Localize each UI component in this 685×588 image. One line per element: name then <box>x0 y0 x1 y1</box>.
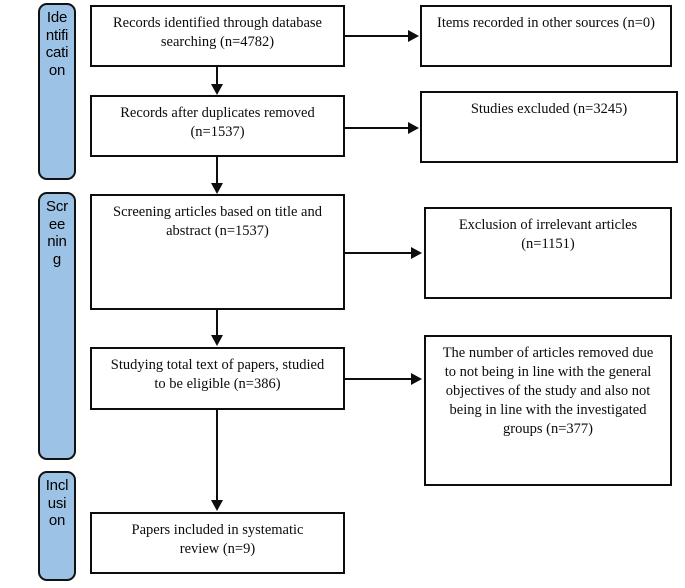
box-line: Papers included in systematic <box>131 522 304 538</box>
box-line: Records identified through database <box>113 15 322 31</box>
box-line: searching (n=4782) <box>160 34 275 50</box>
box-line: (n=1537) <box>190 124 245 140</box>
stage-label-line: on <box>48 512 66 529</box>
box-records-after-duplicates: Records after duplicates removed (n=1537… <box>90 95 345 157</box>
box-articles-removed: The number of articles removed due to no… <box>424 335 672 486</box>
arrow-head-fulltext-to-included <box>211 500 223 511</box>
box-line: Studies excluded (n=3245) <box>470 101 628 117</box>
stage-label-line: usi <box>47 494 67 512</box>
connector-identified-to-other-sources <box>345 35 410 37</box>
box-line: abstract (n=1537) <box>166 223 269 239</box>
connector-fulltext-to-removed <box>345 378 413 380</box>
box-line: being in line with the investigated <box>449 402 647 418</box>
box-records-identified: Records identified through database sear… <box>90 5 345 67</box>
stage-label-line: Scr <box>46 198 68 215</box>
arrow-head-duplicates-to-screening <box>211 183 223 194</box>
box-line: Screening articles based on title and <box>113 204 322 220</box>
stage-label-line: g <box>52 250 62 268</box>
box-line: Studying total text of papers, studied <box>110 357 325 373</box>
arrow-head-duplicates-to-excluded <box>408 122 419 134</box>
box-line: Exclusion of irrelevant articles <box>458 217 638 233</box>
box-studies-excluded: Studies excluded (n=3245) <box>420 91 678 163</box>
arrow-head-screening-to-fulltext <box>211 335 223 346</box>
box-line: review (n=9) <box>179 541 256 557</box>
arrow-head-identified-to-duplicates <box>211 84 223 95</box>
connector-duplicates-to-screening <box>216 157 218 190</box>
stage-label-line: Incl <box>45 477 69 494</box>
box-line: to not being in line with the general <box>444 364 652 380</box>
stage-label-identification: Ide ntifi cati on <box>38 3 76 180</box>
stage-label-line: ee <box>48 215 66 233</box>
box-screening-articles: Screening articles based on title and ab… <box>90 194 345 310</box>
stage-label-inclusion: Incl usi on <box>38 471 76 581</box>
box-full-text-studied: Studying total text of papers, studied t… <box>90 347 345 410</box>
box-papers-included: Papers included in systematic review (n=… <box>90 512 345 574</box>
stage-label-line: on <box>48 61 66 79</box>
stage-label-line: Ide <box>46 9 68 26</box>
box-line: objectives of the study and also not <box>445 383 651 399</box>
box-line: (n=1151) <box>521 236 575 252</box>
box-line: Items recorded in other sources (n=0) <box>437 15 655 31</box>
arrow-head-identified-to-other-sources <box>408 30 419 42</box>
box-line: Records after duplicates removed <box>120 105 315 121</box>
box-line: The number of articles removed due <box>442 345 654 361</box>
arrow-head-screening-to-exclusion <box>411 247 422 259</box>
box-line: to be eligible (n=386) <box>154 376 281 392</box>
box-exclusion-irrelevant: Exclusion of irrelevant articles (n=1151… <box>424 207 672 299</box>
connector-identified-to-duplicates <box>216 67 218 90</box>
box-items-other-sources: Items recorded in other sources (n=0) <box>420 5 672 67</box>
connector-screening-to-exclusion <box>345 252 413 254</box>
stage-label-line: nin <box>47 233 67 250</box>
arrow-head-fulltext-to-removed <box>411 373 422 385</box>
connector-fulltext-to-included <box>216 410 218 506</box>
connector-duplicates-to-excluded <box>345 127 410 129</box>
stage-label-screening: Scr ee nin g <box>38 192 76 460</box>
box-line: groups (n=377) <box>503 421 593 437</box>
stage-label-line: ntifi <box>45 26 69 44</box>
stage-label-line: cati <box>45 44 69 61</box>
connector-screening-to-fulltext <box>216 310 218 342</box>
